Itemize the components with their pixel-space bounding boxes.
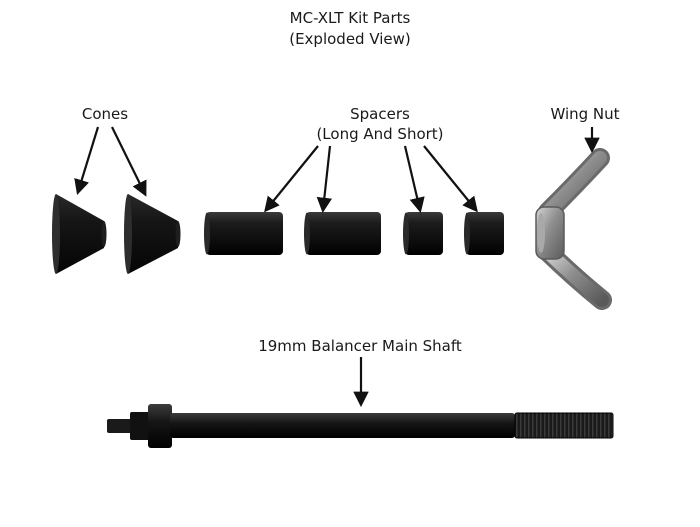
cone-2	[124, 194, 181, 274]
shaft-label: 19mm Balancer Main Shaft	[258, 337, 462, 355]
cones-label: Cones	[81, 105, 129, 123]
spacers-sublabel: (Long And Short)	[316, 125, 444, 143]
main-shaft	[107, 404, 614, 448]
long-spacer-1	[204, 212, 283, 255]
cone-1	[52, 194, 107, 274]
spacers-label: Spacers	[350, 105, 410, 123]
wing-nut	[535, 148, 612, 310]
long-spacer-2	[304, 212, 381, 255]
pointer-arrows	[74, 126, 600, 408]
short-spacer-2	[464, 212, 504, 255]
wing-nut-label: Wing Nut	[550, 105, 620, 123]
diagram-title: MC-XLT Kit Parts	[289, 9, 411, 27]
short-spacer-1	[403, 212, 443, 255]
diagram-subtitle: (Exploded View)	[289, 30, 411, 48]
